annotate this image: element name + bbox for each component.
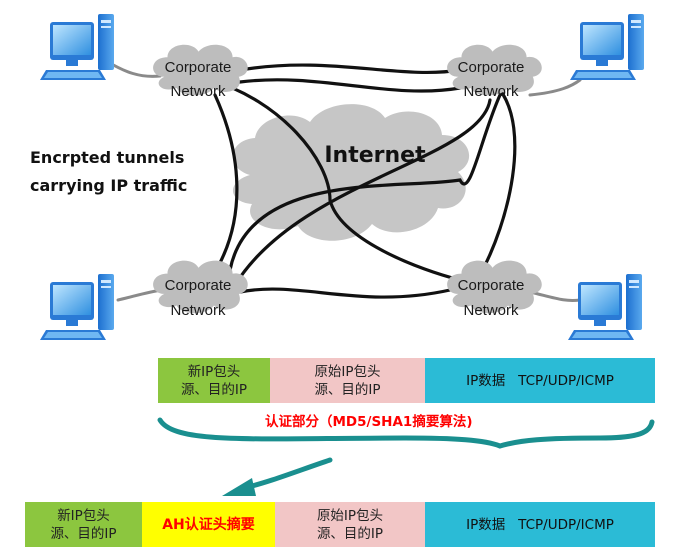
top-new-ip-line1: 新IP包头 bbox=[187, 363, 241, 380]
top-orig-ip-header: 原始IP包头 源、目的IP bbox=[270, 358, 425, 403]
bottom-new-ip-header: 新IP包头 源、目的IP bbox=[25, 502, 142, 547]
arrow-head bbox=[222, 478, 256, 496]
tunnel-line bbox=[208, 93, 239, 282]
corp-label-br-2: Network bbox=[463, 302, 519, 319]
tunnels-label-2: carrying IP traffic bbox=[30, 176, 187, 195]
auth-brace bbox=[157, 417, 655, 449]
corp-label-tl-2: Network bbox=[170, 83, 226, 100]
top-orig-ip-line1: 原始IP包头 bbox=[314, 363, 381, 380]
top-new-ip-line2: 源、目的IP bbox=[180, 381, 248, 398]
bottom-orig-ip-header: 原始IP包头 源、目的IP bbox=[275, 502, 425, 547]
bottom-ah-label: AH认证头摘要 bbox=[162, 516, 255, 533]
bottom-payload: IP数据 TCP/UDP/ICMP bbox=[425, 502, 655, 547]
computer-icon bbox=[40, 14, 114, 80]
tunnel-line bbox=[238, 287, 452, 299]
computer-icon bbox=[40, 274, 114, 340]
tunnel-line bbox=[228, 93, 502, 272]
bottom-orig-ip-line1: 原始IP包头 bbox=[316, 507, 384, 524]
tunnels-label-1: Encrpted tunnels bbox=[30, 148, 184, 167]
corp-label-tl-1: Corporate bbox=[165, 59, 232, 76]
auth-part-label: 认证部分（MD5/SHA1摘要算法) bbox=[265, 414, 473, 430]
bottom-ah-header: AH认证头摘要 bbox=[142, 502, 275, 547]
tunnel-line bbox=[238, 78, 462, 93]
tunnel-line bbox=[478, 88, 517, 277]
internet-label: Internet bbox=[324, 143, 426, 168]
computer-icon bbox=[570, 14, 644, 80]
internet-to-corp-line bbox=[233, 98, 492, 287]
internet-cloud bbox=[232, 104, 470, 241]
bottom-new-ip-line2: 源、目的IP bbox=[50, 525, 117, 542]
arrow-line bbox=[241, 457, 333, 491]
corp-label-tr-1: Corporate bbox=[458, 59, 525, 76]
corp-label-bl-1: Corporate bbox=[165, 277, 232, 294]
bottom-new-ip-line1: 新IP包头 bbox=[57, 507, 110, 524]
bottom-payload-label: IP数据 TCP/UDP/ICMP bbox=[466, 516, 614, 533]
top-payload: IP数据 TCP/UDP/ICMP bbox=[425, 358, 655, 403]
bottom-orig-ip-line2: 源、目的IP bbox=[316, 525, 384, 542]
tunnel-line bbox=[238, 63, 462, 75]
corp-label-br-1: Corporate bbox=[458, 277, 525, 294]
corp-label-bl-2: Network bbox=[170, 302, 226, 319]
top-orig-ip-line2: 源、目的IP bbox=[314, 381, 381, 398]
corp-label-tr-2: Network bbox=[463, 83, 519, 100]
top-new-ip-header: 新IP包头 源、目的IP bbox=[158, 358, 270, 403]
tunnel-line bbox=[208, 78, 462, 282]
computer-icon bbox=[568, 274, 642, 340]
top-payload-label: IP数据 TCP/UDP/ICMP bbox=[466, 372, 614, 389]
